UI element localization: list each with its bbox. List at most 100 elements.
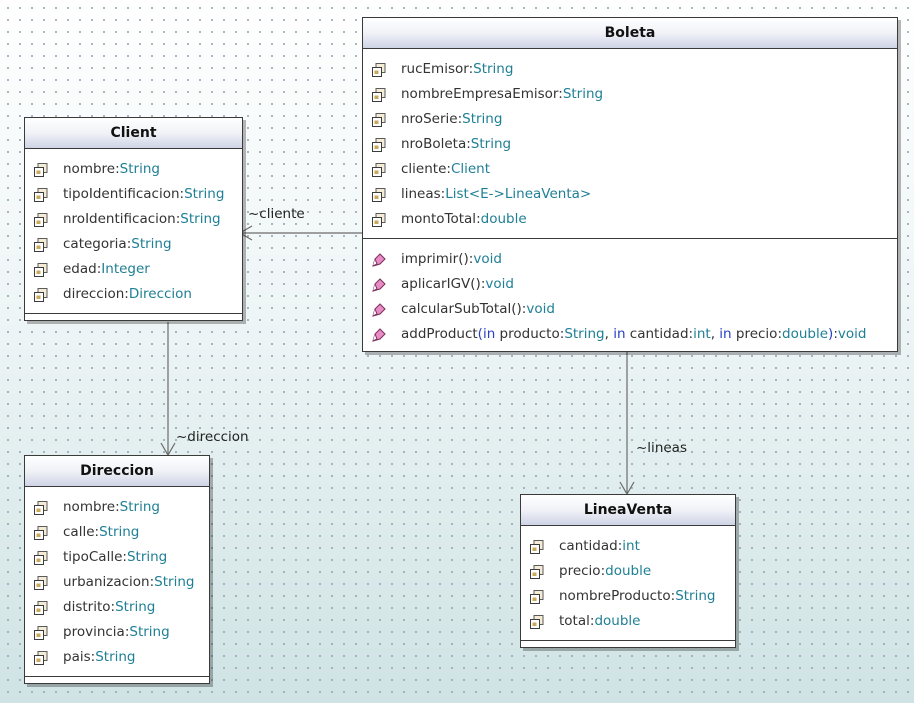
member-part: void: [526, 301, 555, 317]
member-part: cantidad: [559, 538, 618, 554]
operation-icon: [372, 328, 386, 342]
member-part: :: [589, 613, 595, 629]
attribute-icon: [372, 213, 386, 227]
attribute-row[interactable]: nombre:String: [25, 157, 242, 182]
attribute-signature: pais:String: [63, 645, 136, 670]
attribute-row[interactable]: urbanizacion:String: [25, 570, 209, 595]
attribute-row[interactable]: nombreEmpresaEmisor:String: [363, 82, 897, 107]
attribute-signature: montoTotal:double: [401, 207, 527, 232]
operation-signature: imprimir():void: [401, 247, 502, 272]
attribute-row[interactable]: calle:String: [25, 520, 209, 545]
member-part: :: [476, 211, 481, 227]
attribute-signature: tipoCalle:String: [63, 545, 167, 570]
member-part: pais: [63, 649, 91, 665]
attribute-icon: [530, 615, 544, 629]
attribute-row[interactable]: cliente:Client: [363, 157, 897, 182]
member-part: calle: [63, 524, 95, 540]
member-part: :: [126, 236, 132, 252]
member-part: edad: [63, 261, 97, 277]
member-part: :: [124, 286, 129, 302]
member-part: nroIdentificacion: [63, 211, 176, 227]
member-part: tipoCalle: [63, 549, 123, 565]
member-part: String: [131, 236, 172, 252]
operation-row[interactable]: aplicarIGV():void: [363, 272, 897, 297]
class-name[interactable]: Client: [25, 118, 242, 149]
member-part: String: [462, 111, 503, 127]
attribute-icon: [372, 88, 386, 102]
attribute-icon: [34, 263, 48, 277]
attribute-signature: nroSerie:String: [401, 107, 502, 132]
attribute-row[interactable]: nroIdentificacion:String: [25, 207, 242, 232]
member-part: direccion: [63, 286, 125, 302]
operation-row[interactable]: imprimir():void: [363, 247, 897, 272]
attribute-row[interactable]: pais:String: [25, 645, 209, 670]
attribute-row[interactable]: montoTotal:double: [363, 207, 897, 232]
operations-compartment: [25, 314, 242, 320]
class-name[interactable]: Boleta: [363, 18, 897, 49]
member-part: :: [670, 588, 676, 604]
attribute-row[interactable]: lineas:List<E->LineaVenta>: [363, 182, 897, 207]
attribute-row[interactable]: tipoIdentificacion:String: [25, 182, 242, 207]
attribute-row[interactable]: tipoCalle:String: [25, 545, 209, 570]
member-part: double: [782, 326, 829, 342]
attribute-row[interactable]: categoria:String: [25, 232, 242, 257]
operations-compartment: [25, 677, 209, 683]
member-part: tipoIdentificacion: [63, 186, 180, 202]
member-part: void: [485, 276, 514, 292]
member-part: nroSerie: [401, 111, 458, 127]
member-part: nombre: [63, 499, 116, 515]
member-part: double: [594, 613, 641, 629]
attribute-row[interactable]: nroBoleta:String: [363, 132, 897, 157]
member-part: ,: [710, 326, 720, 342]
member-part: imprimir(): [401, 251, 469, 267]
operation-row[interactable]: calcularSubTotal():void: [363, 297, 897, 322]
attribute-row[interactable]: total:double: [521, 609, 735, 634]
operation-row[interactable]: addProduct(in producto:String, in cantid…: [363, 322, 897, 347]
attribute-row[interactable]: nroSerie:String: [363, 107, 897, 132]
attribute-icon: [530, 565, 544, 579]
member-part: :: [122, 549, 127, 565]
operation-icon: [372, 303, 386, 317]
attribute-row[interactable]: cantidad:int: [521, 534, 735, 559]
attribute-signature: cantidad:int: [559, 534, 640, 559]
attribute-row[interactable]: nombre:String: [25, 495, 209, 520]
attribute-icon: [530, 540, 544, 554]
member-part: :: [688, 326, 694, 342]
attribute-row[interactable]: provincia:String: [25, 620, 209, 645]
member-part: String: [564, 326, 605, 342]
operation-icon: [372, 278, 386, 292]
member-part: String: [119, 499, 160, 515]
member-part: urbanizacion: [63, 574, 150, 590]
attribute-row[interactable]: nombreProducto:String: [521, 584, 735, 609]
member-part: addProduct: [401, 326, 478, 342]
attribute-row[interactable]: rucEmisor:String: [363, 57, 897, 82]
class-name[interactable]: Direccion: [25, 456, 209, 487]
cliente-role-label: ~cliente: [248, 206, 305, 222]
attribute-signature: distrito:String: [63, 595, 155, 620]
member-part: String: [154, 574, 195, 590]
member-part: String: [119, 161, 160, 177]
class-name[interactable]: LineaVenta: [521, 495, 735, 526]
attribute-row[interactable]: direccion:Direccion: [25, 282, 242, 307]
member-part: int: [693, 326, 711, 342]
member-part: >: [579, 186, 592, 202]
attribute-row[interactable]: precio:double: [521, 559, 735, 584]
member-part: :: [440, 186, 446, 202]
member-part: :: [124, 624, 130, 640]
attribute-signature: direccion:Direccion: [63, 282, 192, 307]
attribute-icon: [34, 501, 48, 515]
attribute-row[interactable]: edad:Integer: [25, 257, 242, 282]
member-part: aplicarIGV(): [401, 276, 481, 292]
attribute-row[interactable]: distrito:String: [25, 595, 209, 620]
member-part: :: [110, 599, 116, 615]
member-part: int: [622, 538, 640, 554]
member-part: categoria: [63, 236, 127, 252]
attribute-signature: nombreEmpresaEmisor:String: [401, 82, 603, 107]
